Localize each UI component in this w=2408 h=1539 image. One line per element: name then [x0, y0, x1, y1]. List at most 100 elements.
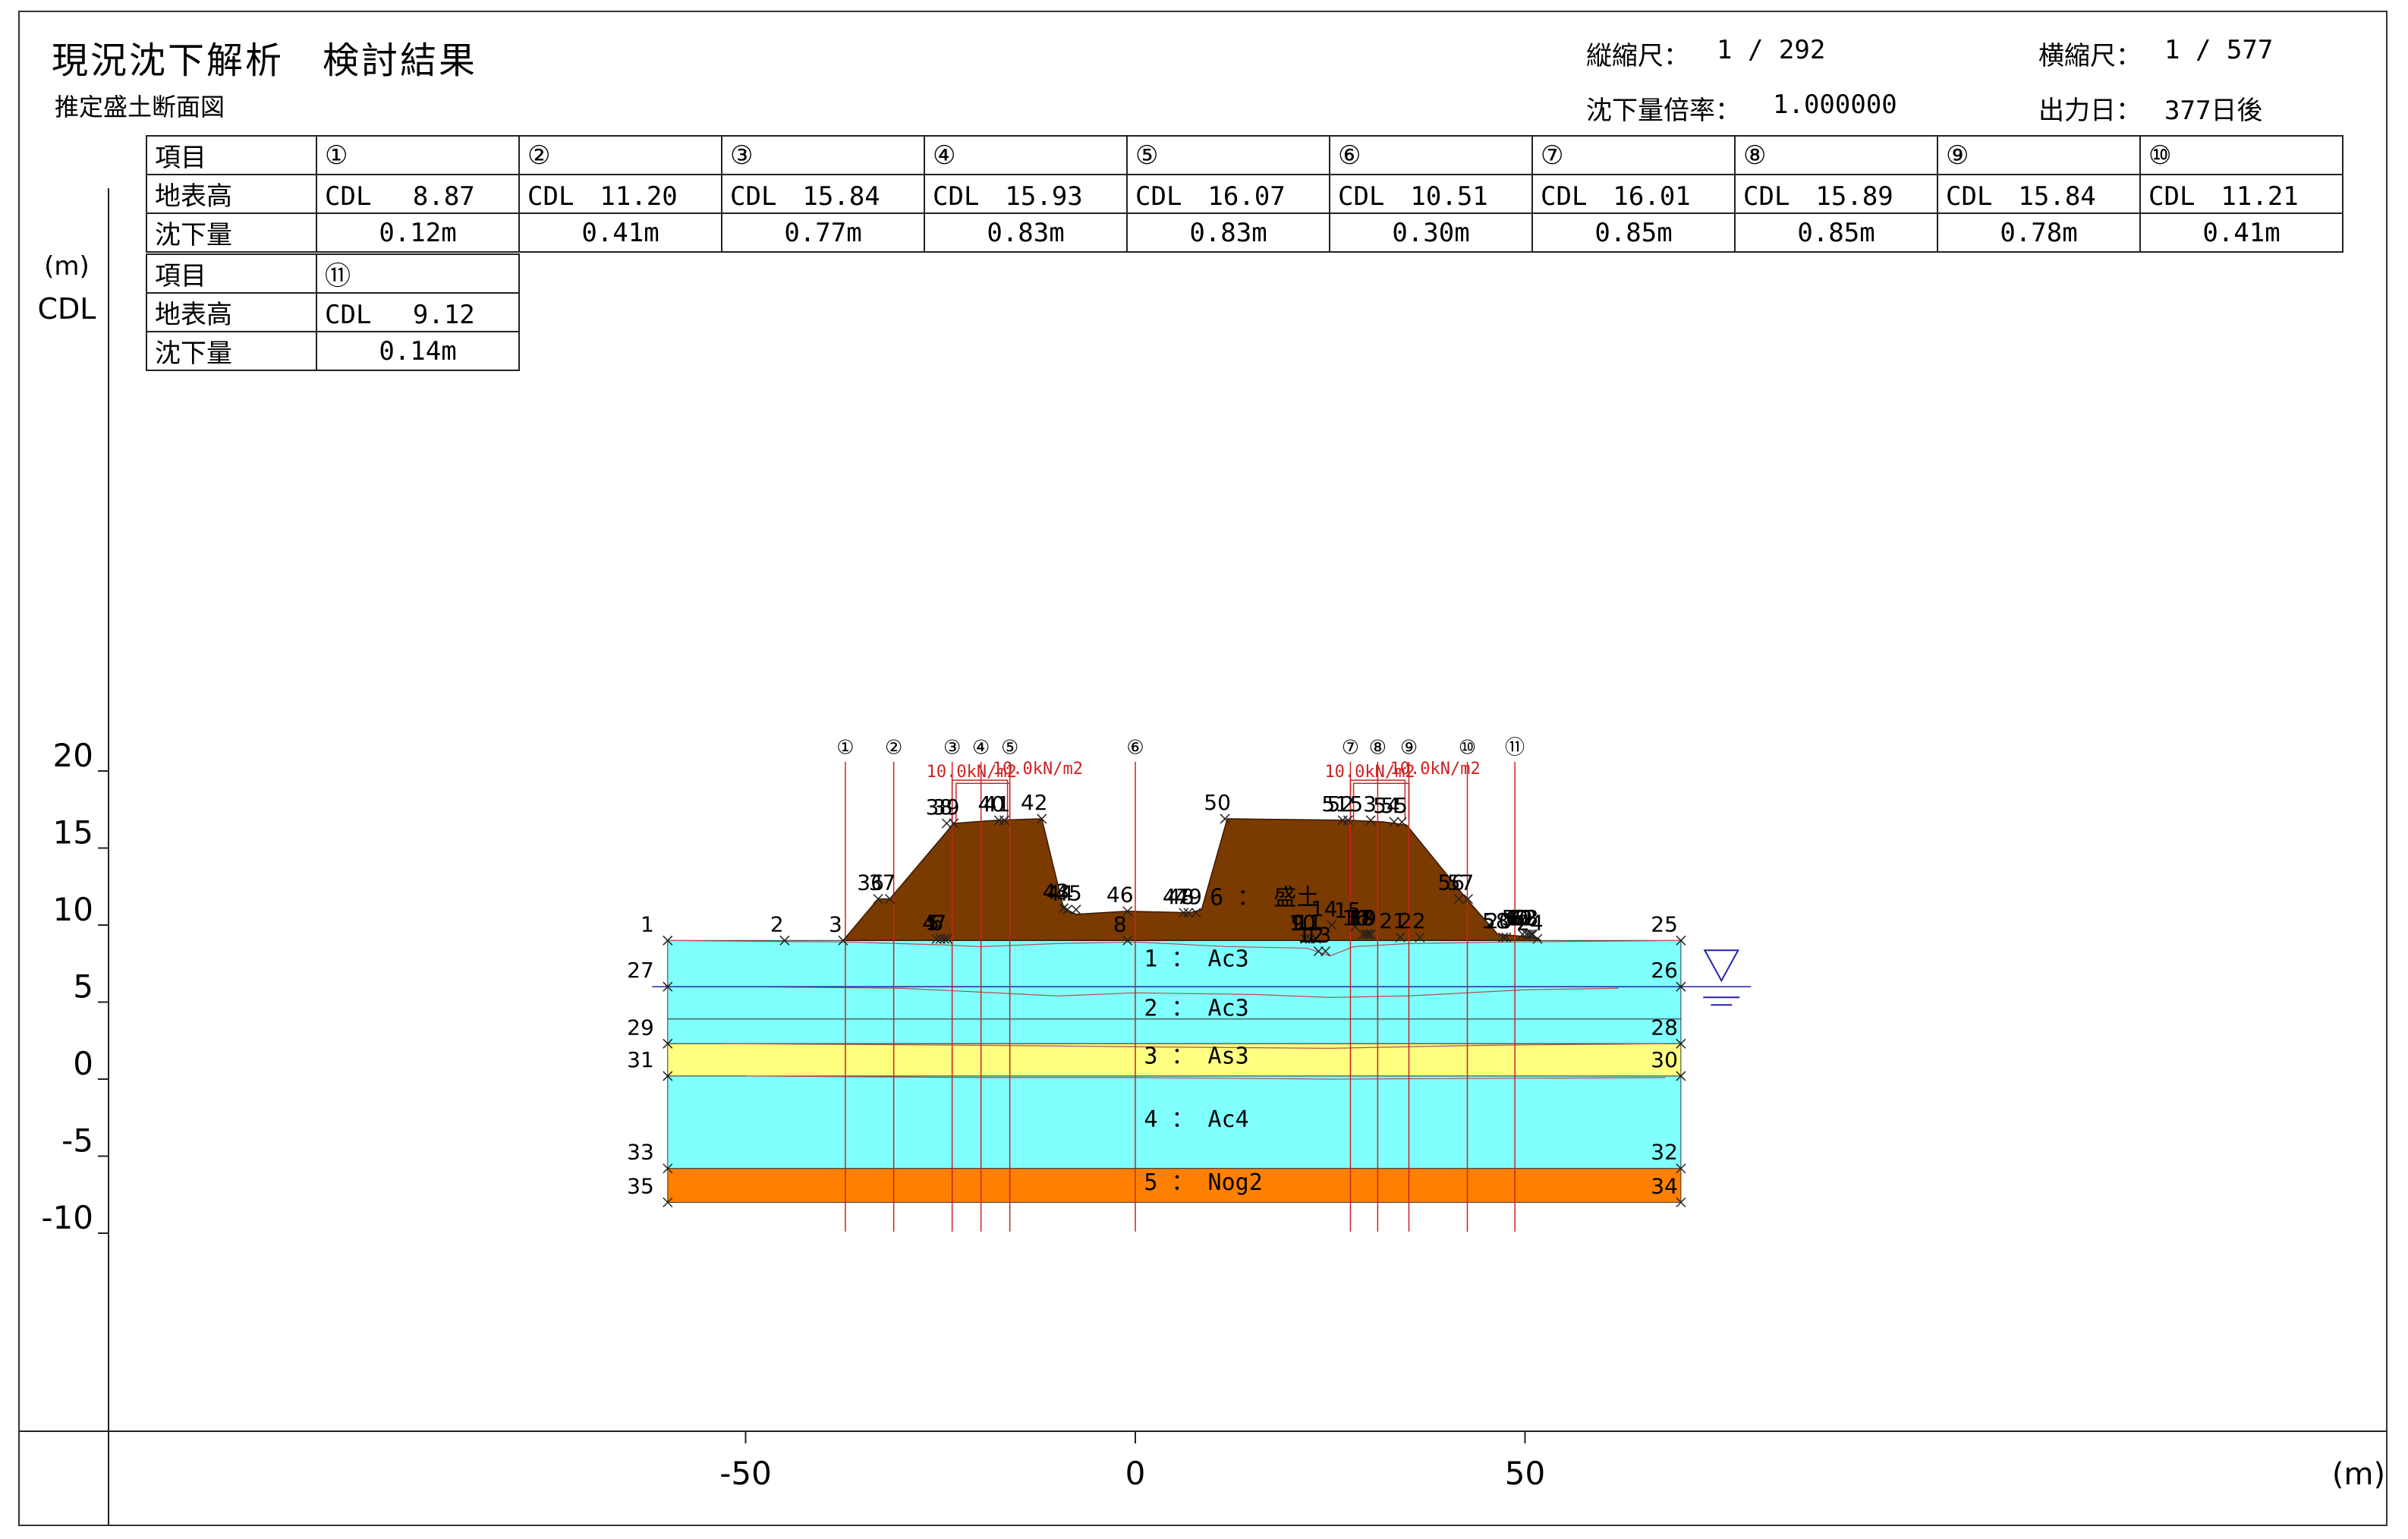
horizontal-scale-label: 横縮尺：: [2038, 41, 2142, 71]
x-tick-label-2: 0: [1125, 1455, 1146, 1492]
node-marker-12: [1313, 946, 1324, 957]
node-label-51: 51: [1321, 792, 1349, 817]
node-marker-1: [663, 935, 673, 946]
y-tick-label-7: -10: [41, 1199, 93, 1236]
y-tick-label-5: 0: [73, 1045, 93, 1082]
node-label-32: 32: [1651, 1140, 1678, 1165]
vertical-scale-value: 1 / 292: [1717, 35, 1826, 65]
node-label-62: 62: [1510, 905, 1538, 930]
point-id-6: ⑥: [1329, 135, 1533, 175]
node-label-3: 3: [829, 911, 842, 936]
y-tick-label-1: 20: [53, 737, 93, 774]
row-label-elevation: 地表高: [146, 174, 317, 214]
settlement-7: 0.85m: [1531, 212, 1736, 253]
node-label-54: 54: [1373, 793, 1400, 818]
node-marker-25: [1676, 935, 1686, 946]
node-label-22: 22: [1399, 908, 1426, 933]
node-label-6: 6: [930, 910, 943, 935]
node-marker-31: [663, 1071, 673, 1081]
node-label-58: 58: [1482, 908, 1509, 933]
node-label-61: 61: [1508, 905, 1535, 930]
node-marker-49: [1191, 908, 1201, 918]
node-marker-36: [873, 893, 883, 905]
node-marker-5: [935, 933, 946, 944]
node-marker-11: [1311, 933, 1321, 944]
node-label-56: 56: [1437, 870, 1465, 895]
table-row-settlement: 沈下量 0.12m 0.41m 0.77m 0.83m 0.83m 0.30m …: [146, 212, 2343, 253]
node-label-9: 9: [1291, 910, 1305, 935]
node-marker-29: [663, 1038, 673, 1049]
soil-layer-3: [667, 1043, 1682, 1077]
settlement-3: 0.77m: [721, 212, 925, 253]
node-label-41: 41: [984, 792, 1011, 817]
node-label-4: 4: [922, 910, 936, 935]
node-label-12: 12: [1298, 923, 1325, 948]
node-label-21: 21: [1379, 908, 1406, 933]
node-marker-26: [1676, 981, 1686, 992]
guide-label-5: ⑤: [1001, 737, 1018, 760]
node-label-19: 19: [1349, 905, 1377, 930]
output-day-value: 377日後: [2164, 96, 2263, 126]
node-label-40: 40: [977, 792, 1005, 817]
node-marker-24: [1532, 933, 1543, 944]
settlement-10: 0.41m: [2139, 212, 2343, 253]
point-id-11: ⑪: [316, 253, 520, 294]
node-label-45: 45: [1055, 881, 1082, 906]
soil-layer-label-3: 3 ： As3: [1144, 1043, 1248, 1070]
water-level-icon: [1703, 949, 1739, 983]
node-label-49: 49: [1175, 884, 1202, 909]
node-marker-61: [1524, 929, 1535, 939]
node-label-47: 47: [1163, 884, 1190, 909]
guide-label-8: ⑧: [1369, 737, 1387, 760]
node-label-57: 57: [1447, 870, 1475, 895]
node-marker-62: [1526, 929, 1537, 939]
node-marker-39: [949, 818, 959, 829]
guide-label-2: ②: [885, 737, 902, 760]
node-label-46: 46: [1106, 883, 1134, 908]
node-marker-38: [941, 818, 952, 829]
point-id-10: ⑩: [2139, 135, 2343, 175]
settlement-ratio-value: 1.000000: [1773, 90, 1897, 120]
settlement-2: 0.41m: [518, 212, 722, 253]
node-marker-50: [1220, 814, 1230, 824]
settlement-5: 0.83m: [1126, 212, 1330, 253]
soil-layer-label-2: 2 ： Ac3: [1144, 996, 1248, 1022]
node-label-29: 29: [627, 1015, 654, 1040]
row-label-item: 項目: [146, 135, 317, 175]
node-marker-46: [1122, 906, 1133, 917]
node-label-39: 39: [933, 795, 960, 820]
node-label-60: 60: [1506, 905, 1533, 930]
vertical-scale-label: 縦縮尺：: [1586, 41, 1689, 71]
node-label-15: 15: [1334, 898, 1361, 923]
settlement-4: 0.83m: [924, 212, 1128, 253]
y-axis-datum: CDL: [38, 292, 96, 326]
load-bracket-1: [951, 779, 1009, 820]
node-label-48: 48: [1167, 884, 1195, 909]
node-label-38: 38: [926, 795, 953, 820]
node-label-11: 11: [1295, 910, 1322, 935]
elevation-6: CDL 10.51: [1329, 174, 1533, 214]
node-label-5: 5: [926, 910, 940, 935]
row-label-settlement: 沈下量: [146, 331, 317, 371]
node-label-26: 26: [1651, 958, 1678, 983]
node-label-52: 52: [1327, 792, 1355, 817]
node-marker-7: [942, 933, 953, 944]
load-label-1: 10.0kN/m2: [927, 763, 1017, 782]
row-label-elevation: 地表高: [146, 292, 317, 332]
guide-label-1: ①: [836, 737, 854, 760]
node-label-31: 31: [627, 1047, 654, 1072]
node-marker-37: [884, 893, 896, 905]
settlement-1: 0.12m: [316, 212, 520, 253]
x-tick-label-3: 50: [1505, 1455, 1545, 1492]
y-tick-label-6: -5: [61, 1122, 93, 1160]
node-marker-22: [1415, 932, 1425, 943]
node-marker-19: [1365, 929, 1376, 939]
drawing-frame: [18, 11, 2388, 1526]
guide-label-6: ⑥: [1126, 737, 1144, 760]
node-marker-21: [1395, 932, 1405, 943]
node-label-20: 20: [1485, 908, 1512, 933]
node-label-2: 2: [770, 911, 784, 936]
soil-layer-2: [667, 1018, 1682, 1044]
node-label-14: 14: [1311, 896, 1338, 921]
